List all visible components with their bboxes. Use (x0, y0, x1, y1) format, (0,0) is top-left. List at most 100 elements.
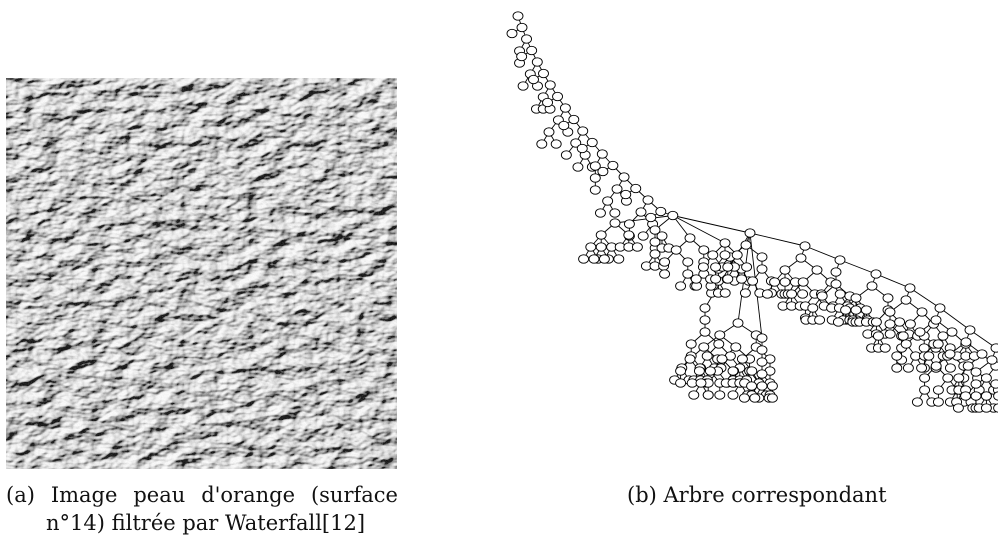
tree-node (698, 342, 710, 352)
tree-node (536, 139, 548, 149)
tree-node (727, 366, 739, 376)
tree-node (727, 390, 739, 400)
tree-node (976, 349, 988, 359)
tree-node (860, 305, 872, 315)
tree-node (690, 274, 702, 284)
tree-node (756, 369, 768, 379)
tree-node (970, 367, 982, 377)
tree-node (516, 51, 528, 62)
tree-node (695, 378, 707, 388)
tree-node (980, 403, 992, 413)
tree-node (904, 283, 916, 293)
tree-node (942, 373, 954, 383)
tree-node (710, 262, 722, 272)
tree-node (578, 254, 590, 264)
tree-node (932, 339, 944, 349)
tree-node (960, 337, 972, 347)
tree-node (645, 212, 657, 223)
tree-node (811, 265, 823, 275)
tree-edge (749, 232, 806, 247)
tree-node (746, 381, 758, 391)
tree-node (589, 161, 601, 171)
tree-node (707, 250, 719, 260)
tree-node (816, 291, 828, 301)
tree-node (891, 363, 903, 373)
tree-node (543, 127, 555, 137)
tree-node (740, 240, 752, 250)
tree-node (596, 149, 608, 159)
tree-node (814, 315, 826, 325)
tree-node (756, 264, 768, 274)
orange-peel-image (6, 78, 397, 469)
tree-node (620, 189, 632, 200)
tree-node (761, 289, 773, 299)
tree-node (702, 390, 714, 400)
tree-node (993, 403, 998, 413)
tree-node (732, 318, 744, 328)
tree-node (560, 150, 572, 160)
tree-node (952, 403, 964, 413)
tree-node (807, 303, 819, 313)
tree-diagram (500, 8, 998, 472)
tree-node (597, 166, 609, 177)
tree-node (698, 245, 710, 255)
tree-node (872, 331, 884, 341)
tree-edge (672, 215, 751, 234)
tree-node (866, 281, 878, 291)
tree-node (923, 351, 935, 361)
tree-node (613, 254, 625, 264)
tree-node (766, 381, 778, 391)
tree-node (685, 339, 697, 349)
tree-node (884, 329, 896, 339)
tree-node (675, 366, 687, 376)
tree-node (655, 206, 667, 217)
tree-node (916, 307, 928, 317)
tree-node (570, 138, 582, 148)
tree-node (870, 317, 882, 327)
tree-node (970, 379, 982, 389)
tree-node (990, 343, 998, 353)
tree-node (741, 262, 753, 272)
tree-node (649, 249, 661, 259)
tree-node (830, 279, 842, 289)
tree-node (716, 354, 728, 364)
tree-node (598, 254, 610, 264)
tree-node (797, 289, 809, 299)
tree-node (919, 373, 931, 383)
tree-node (739, 288, 751, 298)
tree-node (736, 274, 748, 284)
tree-node (719, 250, 731, 260)
tree-node (631, 242, 643, 252)
tree-node (714, 330, 726, 340)
tree-node (953, 373, 965, 383)
tree-node (699, 303, 711, 313)
tree-node (602, 196, 614, 206)
tree-node (542, 97, 553, 108)
tree-node (747, 276, 759, 286)
tree-node (766, 393, 778, 403)
tree-node (769, 277, 781, 287)
tree-node (682, 269, 694, 279)
tree-node (900, 339, 912, 349)
tree-node (609, 218, 621, 228)
tree-node (962, 361, 974, 371)
tree-node (659, 257, 671, 267)
tree-node (797, 277, 809, 287)
tree-node (930, 361, 942, 371)
tree-node (744, 228, 756, 238)
tree-node (568, 114, 580, 125)
tree-node (756, 357, 768, 367)
tree-node (714, 390, 726, 400)
tree-edge (614, 215, 673, 224)
tree-node (572, 162, 584, 172)
tree-node (531, 57, 543, 67)
tree-node (506, 28, 518, 39)
tree-node (722, 274, 734, 284)
tree-node (642, 195, 654, 205)
tree-node (882, 293, 894, 303)
tree-node (779, 277, 791, 287)
tree-node (946, 327, 958, 337)
tree-node (736, 354, 748, 364)
tree-edge (839, 259, 877, 275)
tree-node (589, 185, 601, 195)
